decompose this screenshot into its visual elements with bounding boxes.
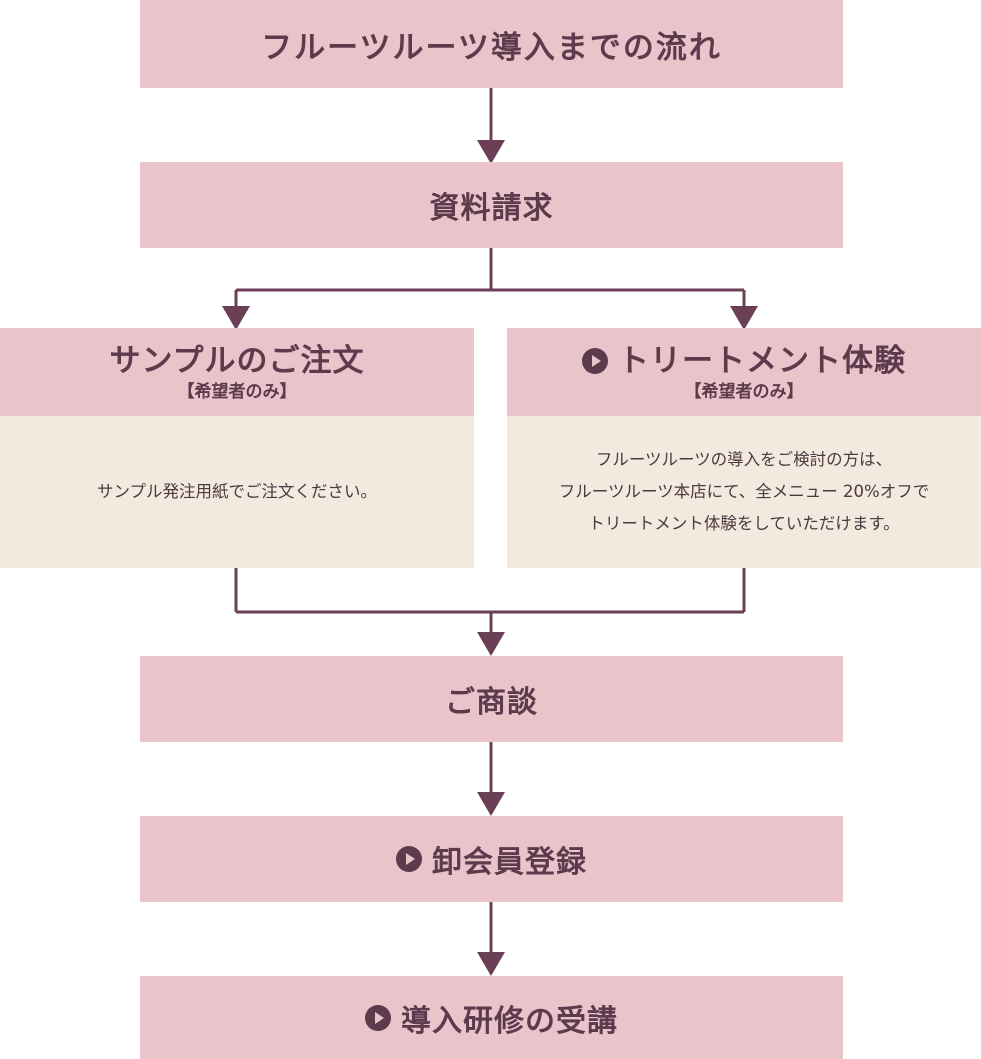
right-branch-line: トリートメント体験をしていただけます。	[588, 514, 900, 533]
arrow-head	[477, 952, 505, 976]
arrow-head	[730, 306, 758, 330]
step-wholesale-label: 卸会員登録	[432, 845, 587, 880]
right-branch-note: 【希望者のみ】	[684, 382, 804, 402]
left-branch-heading: サンプルのご注文	[109, 343, 365, 379]
play-icon	[582, 348, 608, 374]
step-consult-label: ご商談	[445, 685, 538, 720]
step-wholesale[interactable]: 卸会員登録	[140, 816, 843, 902]
right-branch-line: フルーツルーツ本店にて、全メニュー 20%オフで	[558, 482, 930, 501]
step-request: 資料請求	[140, 162, 843, 248]
play-icon	[396, 846, 422, 872]
left-branch-body: サンプル発注用紙でご注文ください。	[0, 416, 474, 568]
step-request-label: 資料請求	[429, 191, 554, 226]
right-branch-header[interactable]: トリートメント体験 【希望者のみ】	[507, 328, 981, 416]
flow-title-text: フルーツルーツ導入までの流れ	[261, 29, 722, 66]
step-training-label: 導入研修の受講	[401, 1003, 618, 1039]
right-branch-heading: トリートメント体験	[618, 343, 906, 379]
step-training[interactable]: 導入研修の受講	[140, 976, 843, 1059]
play-icon	[365, 1004, 391, 1031]
right-branch-body: フルーツルーツの導入をご検討の方は、 フルーツルーツ本店にて、全メニュー 20%…	[507, 416, 981, 568]
arrow-head	[222, 306, 250, 330]
arrow-head	[477, 792, 505, 816]
step-consult: ご商談	[140, 656, 843, 742]
left-branch-header: サンプルのご注文 【希望者のみ】	[0, 328, 474, 416]
arrow-head	[477, 632, 505, 656]
right-branch-line: フルーツルーツの導入をご検討の方は、	[595, 450, 893, 469]
left-branch-text: サンプル発注用紙でご注文ください。	[96, 482, 377, 501]
arrow-head	[477, 140, 505, 164]
left-branch-note: 【希望者のみ】	[177, 382, 297, 402]
flow-title: フルーツルーツ導入までの流れ	[140, 0, 843, 88]
